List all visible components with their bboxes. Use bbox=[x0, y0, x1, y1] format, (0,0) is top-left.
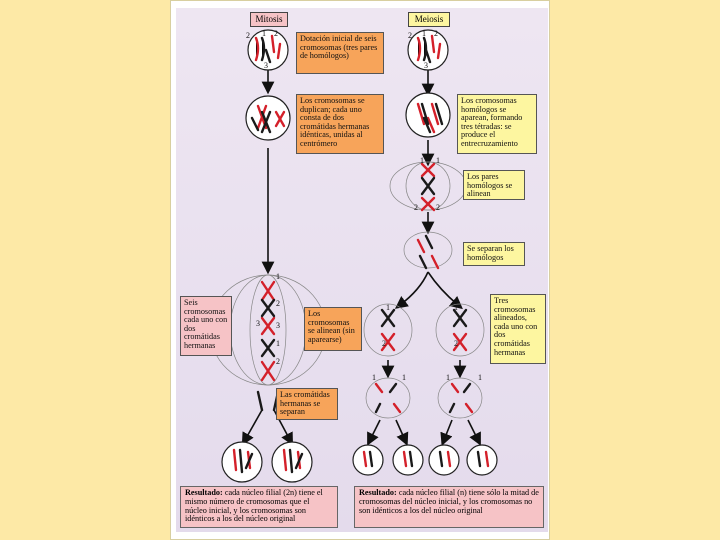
cell-mitosis-1 bbox=[247, 29, 289, 71]
chrom-number-label: 2 bbox=[436, 203, 440, 212]
label-initial: Dotación inicial de seis cromosomas (tre… bbox=[296, 32, 384, 74]
chrom-number-label: 3 bbox=[424, 61, 428, 70]
chrom-number-label: 2 bbox=[382, 339, 386, 348]
chrom-number-label: 2 bbox=[454, 339, 458, 348]
cell-meiosis-daughter-a bbox=[352, 444, 384, 476]
label-six-chromosomes: Seis cromosomas cada uno con dos cromáti… bbox=[180, 296, 232, 356]
label-align-no-pair: Los cromosomas se alinean (sin aparearse… bbox=[304, 307, 362, 351]
chrom-number-label: 1 bbox=[402, 373, 406, 382]
label-three-chromosomes: Tres cromosomas alineados, cada uno con … bbox=[490, 294, 546, 364]
chrom-number-label: 2 bbox=[246, 31, 250, 40]
cell-meiosis-daughter-b bbox=[392, 444, 424, 476]
chrom-number-label: 1 bbox=[422, 29, 426, 38]
chrom-number-label: 1 bbox=[262, 29, 266, 38]
chrom-number-label: 3 bbox=[264, 61, 268, 70]
chrom-number-label: 1 bbox=[478, 373, 482, 382]
label-align-pairs: Los pares homólogos se alinean bbox=[463, 170, 525, 200]
result-mitosis: Resultado: cada núcleo filial (2n) tiene… bbox=[180, 486, 338, 528]
chrom-number-label: 1 bbox=[420, 156, 424, 165]
label-pair: Los cromosomas homólogos se aparean, for… bbox=[457, 94, 537, 154]
chrom-number-label: 2 bbox=[434, 29, 438, 38]
label-separate-homologs: Se separan los homólogos bbox=[463, 242, 525, 266]
chrom-number-label: 3 bbox=[256, 319, 260, 328]
chrom-number-label: 1 bbox=[276, 339, 280, 348]
chrom-number-label: 2 bbox=[276, 299, 280, 308]
cell-meiosis-daughter-c bbox=[428, 444, 460, 476]
result-mitosis-title: Resultado: bbox=[185, 488, 223, 497]
header-meiosis: Meiosis bbox=[408, 12, 450, 27]
header-mitosis: Mitosis bbox=[250, 12, 288, 27]
cell-meiosis-2 bbox=[405, 92, 451, 138]
chrom-number-label: 1 bbox=[276, 272, 280, 281]
chrom-number-label: 3 bbox=[276, 321, 280, 330]
chrom-number-label: 1 bbox=[436, 156, 440, 165]
chrom-number-label: 1 bbox=[372, 373, 376, 382]
chrom-number-label: 2 bbox=[414, 203, 418, 212]
chrom-number-label: 2 bbox=[274, 29, 278, 38]
cell-meiosis-daughter-d bbox=[466, 444, 498, 476]
label-duplicate: Los cromosomas se duplican; cada uno con… bbox=[296, 94, 384, 154]
label-sister-separate: Las cromátidas hermanas se separan bbox=[276, 388, 338, 420]
cell-meiosis-1 bbox=[407, 29, 449, 71]
result-meiosis: Resultado: cada núcleo filial (n) tiene … bbox=[354, 486, 544, 528]
chrom-number-label: 2 bbox=[276, 357, 280, 366]
result-meiosis-title: Resultado: bbox=[359, 488, 397, 497]
result-meiosis-text: cada núcleo filial (n) tiene sólo la mit… bbox=[359, 488, 539, 515]
chrom-number-label: 1 bbox=[446, 373, 450, 382]
chrom-number-label: 1 bbox=[454, 303, 458, 312]
result-mitosis-text: cada núcleo filial (2n) tiene el mismo n… bbox=[185, 488, 323, 524]
chrom-number-label: 1 bbox=[386, 303, 390, 312]
chrom-number-label: 2 bbox=[408, 31, 412, 40]
